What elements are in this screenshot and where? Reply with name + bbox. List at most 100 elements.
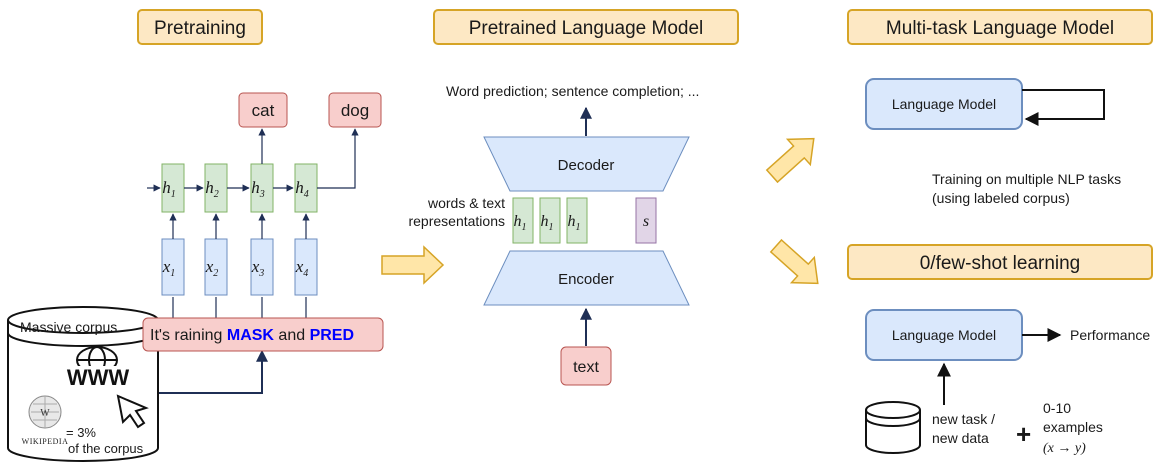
input-x1: x1	[161, 238, 185, 296]
decoder-block: Decoder	[483, 136, 690, 192]
svg-text:It's raining MASK and PRED: It's raining MASK and PRED	[150, 327, 354, 344]
input-x3: x3	[250, 238, 274, 296]
svg-text:h2: h2	[205, 178, 219, 200]
fewshot-language-model: Language Model	[865, 309, 1023, 361]
performance-label: Performance	[1070, 327, 1150, 343]
header-multitask-lm: Multi-task Language Model	[847, 9, 1153, 45]
header-pretraining: Pretraining	[137, 9, 263, 45]
representations-label-line2: representations	[408, 213, 505, 229]
sentence-representation-label: s	[643, 213, 649, 230]
svg-text:h1: h1	[568, 213, 581, 233]
multitask-language-model: Language Model	[865, 78, 1023, 130]
header-few-shot: 0/few-shot learning	[847, 244, 1153, 280]
decoder-label: Decoder	[558, 157, 615, 174]
input-x4: x4	[294, 238, 318, 296]
output-dog: dog	[328, 92, 382, 128]
hidden-state-h4-base: h	[295, 178, 304, 197]
hidden-state-h2-sub: 2	[214, 189, 219, 200]
sentence-representation: s	[635, 197, 657, 244]
representation-h-b-sub: 1	[549, 222, 554, 233]
fewshot-model-label: Language Model	[892, 327, 996, 343]
svg-text:h1: h1	[162, 178, 176, 200]
representations-label-line1: words & text	[427, 195, 505, 211]
multitask-loop-arrow	[1022, 89, 1105, 126]
representation-h-a: h1	[512, 197, 534, 244]
new-task-label-line1: new task /	[932, 411, 995, 427]
representation-h-b-base: h	[541, 213, 549, 230]
wiki-share: = 3%	[66, 425, 96, 440]
svg-text:x2: x2	[205, 257, 219, 279]
input-x4-sub: 4	[303, 268, 308, 279]
encoder-label: Encoder	[558, 271, 614, 288]
sentence-middle: and	[274, 327, 310, 344]
corpus-label: Massive corpus	[20, 319, 117, 335]
examples-label-line2: examples	[1043, 419, 1103, 435]
representation-h-c: h1	[566, 197, 588, 244]
new-task-label-line2: new data	[932, 430, 989, 446]
multitask-description-line1: Training on multiple NLP tasks	[932, 171, 1121, 187]
sentence-prefix: It's raining	[150, 327, 227, 344]
wikipedia-wordmark: Wikipedia	[22, 437, 69, 446]
representation-h-a-sub: 1	[522, 222, 527, 233]
svg-text:h1: h1	[514, 213, 527, 233]
header-pretraining-label: Pretraining	[154, 18, 246, 39]
hidden-state-h3-sub: 3	[259, 189, 265, 200]
output-cat: cat	[238, 92, 288, 128]
output-dog-label: dog	[341, 101, 369, 120]
representation-h-a-base: h	[514, 213, 522, 230]
output-cat-label: cat	[252, 101, 275, 120]
prediction-tasks-label: Word prediction; sentence completion; ..…	[446, 83, 699, 99]
input-x3-base: x	[251, 257, 260, 276]
corpus-database: Massive corpus WWW W Wikipedia = 3% of t…	[7, 306, 159, 462]
hidden-state-h1-base: h	[162, 178, 171, 197]
hidden-state-h4: h4	[294, 163, 318, 213]
input-x2: x2	[204, 238, 228, 296]
svg-text:x4: x4	[295, 257, 309, 279]
header-multitask-lm-label: Multi-task Language Model	[886, 18, 1114, 39]
svg-text:x1: x1	[162, 257, 176, 279]
svg-text:h4: h4	[295, 178, 309, 200]
svg-text:h3: h3	[251, 178, 265, 200]
representation-h-b: h1	[539, 197, 561, 244]
multitask-description-line2: (using labeled corpus)	[932, 190, 1070, 206]
svg-text:x3: x3	[251, 257, 265, 279]
hidden-state-h3-base: h	[251, 178, 260, 197]
masked-sentence: It's raining MASK and PRED	[142, 317, 384, 352]
multitask-model-label: Language Model	[892, 96, 996, 112]
input-x2-sub: 2	[213, 268, 218, 279]
text-input-box: text	[560, 346, 612, 386]
plus-sign: +	[1016, 419, 1031, 449]
hidden-state-h1-sub: 1	[171, 189, 176, 200]
pretraining-connectors	[147, 128, 359, 394]
encoder-block: Encoder	[483, 250, 690, 306]
svg-text:W: W	[40, 408, 50, 419]
transition-arrow-down-right	[769, 238, 819, 285]
cursor-icon	[116, 394, 149, 429]
header-pretrained-lm: Pretrained Language Model	[433, 9, 739, 45]
transition-arrow-right	[381, 245, 445, 285]
input-x1-sub: 1	[170, 268, 175, 279]
hidden-state-h2: h2	[204, 163, 228, 213]
hidden-state-h1: h1	[161, 163, 185, 213]
header-pretrained-lm-label: Pretrained Language Model	[469, 18, 704, 39]
representation-h-c-sub: 1	[576, 222, 581, 233]
examples-label-line3: (x → y)	[1043, 441, 1086, 456]
sentence-mask-token: MASK	[227, 327, 275, 344]
hidden-state-h4-sub: 4	[304, 189, 309, 200]
transition-arrow-up-right	[765, 137, 815, 184]
wiki-share-suffix: of the corpus	[68, 441, 144, 456]
hidden-state-h2-base: h	[205, 178, 214, 197]
sentence-pred-token: PRED	[310, 327, 354, 344]
input-x3-sub: 3	[258, 268, 264, 279]
wikipedia-logo: W Wikipedia	[22, 395, 69, 446]
input-x2-base: x	[205, 257, 214, 276]
www-label: WWW	[67, 365, 130, 390]
input-x1-base: x	[162, 257, 171, 276]
header-few-shot-label: 0/few-shot learning	[920, 253, 1081, 274]
new-data-database	[865, 401, 921, 454]
input-x4-base: x	[295, 257, 304, 276]
representation-h-c-base: h	[568, 213, 576, 230]
examples-label-line1: 0-10	[1043, 400, 1071, 416]
hidden-state-h3: h3	[250, 163, 274, 213]
